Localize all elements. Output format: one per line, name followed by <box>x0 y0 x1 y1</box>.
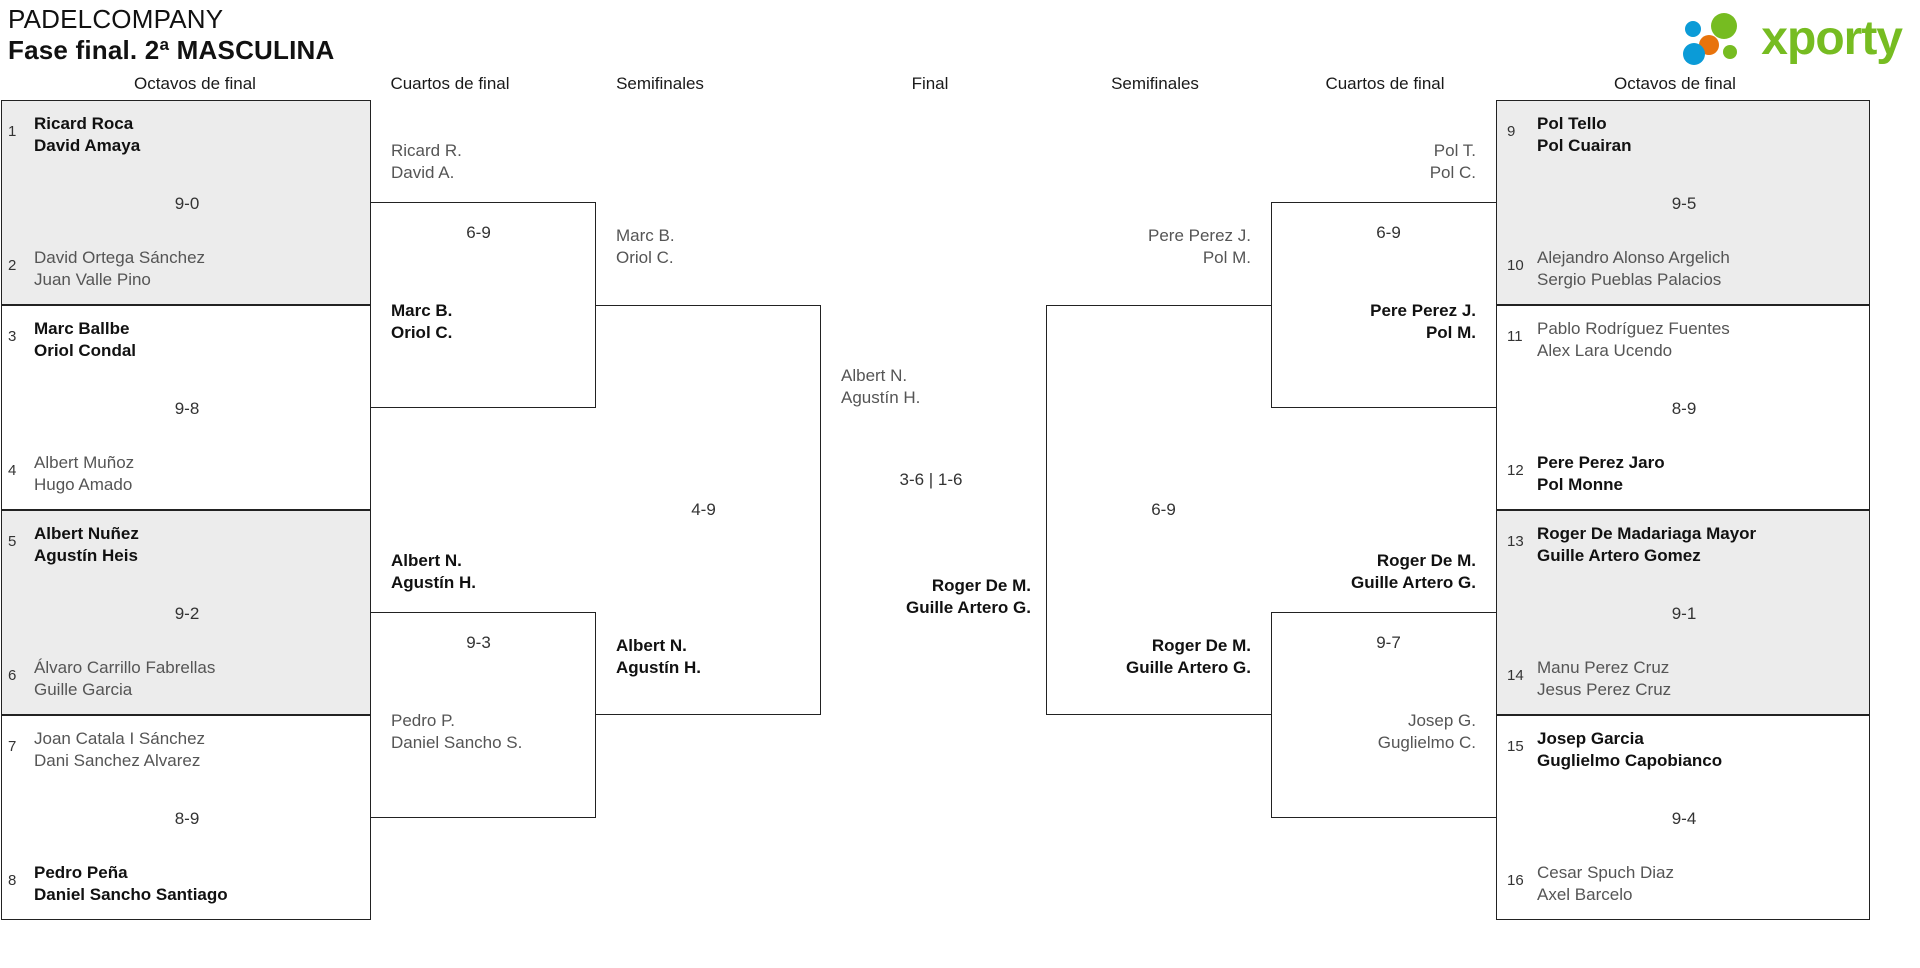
team-name: Álvaro Carrillo Fabrellas Guille Garcia <box>34 658 216 699</box>
team-name: Pere Perez J. Pol M. <box>1148 226 1251 267</box>
match-right-r16-4[interactable]: 15 Josep Garcia Guglielmo Capobianco 9-4… <box>1496 715 1870 920</box>
team-name: Roger De M. Guille Artero G. <box>1350 551 1476 592</box>
seed-number: 7 <box>8 738 17 755</box>
team-name: Albert Nuñez Agustín Heis <box>34 524 139 565</box>
match-left-sf-1[interactable]: Marc B. Oriol C. 4-9 Albert N. Agustín H… <box>596 200 821 820</box>
team-name: Joan Catala I Sánchez Dani Sanchez Alvar… <box>34 729 206 770</box>
connector-left-qf-1 <box>371 202 596 408</box>
match-right-qf-1[interactable]: Pol T. Pol C. 6-9 Pere Perez J. Pol M. <box>1271 120 1496 410</box>
match-score: 9-8 <box>174 399 200 418</box>
seed-number: 9 <box>1507 123 1516 140</box>
seed-number: 4 <box>8 462 17 479</box>
match-score: 8-9 <box>1671 399 1697 418</box>
seed-number: 6 <box>8 667 17 684</box>
title-block: PADELCOMPANY Fase final. 2ª MASCULINA <box>8 4 334 66</box>
match-left-r16-1[interactable]: 1 Ricard Roca David Amaya 9-0 2 David Or… <box>1 100 371 305</box>
seed-number: 12 <box>1507 462 1524 479</box>
match-right-qf-2[interactable]: Roger De M. Guille Artero G. 9-7 Josep G… <box>1271 530 1496 820</box>
team-name: Manu Perez Cruz Jesus Perez Cruz <box>1537 658 1672 699</box>
match-score: 9-5 <box>1671 194 1697 213</box>
logo-wordmark: xporty <box>1761 12 1903 65</box>
round-label-left-sf: Semifinales <box>616 74 704 93</box>
match-score: 9-3 <box>466 633 491 652</box>
team-name: Pol T. Pol C. <box>1429 141 1476 182</box>
team-name: Marc B. Oriol C. <box>391 301 453 342</box>
team-name: Albert N. Agustín H. <box>391 551 476 592</box>
match-right-r16-1[interactable]: 9 Pol Tello Pol Cuairan 9-5 10 Alejandro… <box>1496 100 1870 305</box>
xporty-logo[interactable]: xporty <box>1683 10 1903 68</box>
match-score: 6-9 <box>466 223 491 242</box>
seed-number: 13 <box>1507 533 1524 550</box>
match-right-sf-1[interactable]: Pere Perez J. Pol M. 6-9 Roger De M. Gui… <box>1046 200 1271 820</box>
match-left-qf-2[interactable]: Albert N. Agustín H. 9-3 Pedro P. Daniel… <box>371 530 596 820</box>
seed-number: 15 <box>1507 738 1524 755</box>
team-name: Albert N. Agustín H. <box>616 636 701 677</box>
team-name: Roger De Madariaga Mayor Guille Artero G… <box>1537 524 1757 565</box>
seed-number: 1 <box>8 123 17 140</box>
team-name: Ricard R. David A. <box>391 141 462 182</box>
match-score: 9-1 <box>1671 604 1697 623</box>
team-name: Josep Garcia Guglielmo Capobianco <box>1537 729 1723 770</box>
connector-left-sf-1 <box>596 305 821 715</box>
team-name: Roger De M. Guille Artero G. <box>905 576 1031 617</box>
round-label-right-qf: Cuartos de final <box>1325 74 1445 93</box>
connector-right-qf-1 <box>1271 202 1496 408</box>
round-label-row: Octavos de final Cuartos de final Semifi… <box>0 74 1920 102</box>
page-title: Fase final. 2ª MASCULINA <box>8 35 335 65</box>
match-score: 8-9 <box>174 809 200 828</box>
round-label-left-r16: Octavos de final <box>134 74 256 93</box>
team-name: Pere Perez Jaro Pol Monne <box>1537 453 1665 494</box>
seed-number: 10 <box>1507 257 1524 274</box>
team-name: Pere Perez J. Pol M. <box>1370 301 1476 342</box>
seed-number: 16 <box>1507 872 1524 889</box>
match-score: 9-2 <box>174 604 200 623</box>
match-score: 9-7 <box>1376 633 1401 652</box>
team-name: Pol Tello Pol Cuairan <box>1537 114 1632 155</box>
bracket: 1 Ricard Roca David Amaya 9-0 2 David Or… <box>0 100 1920 960</box>
team-name: David Ortega Sánchez Juan Valle Pino <box>34 248 206 289</box>
match-left-r16-4[interactable]: 7 Joan Catala I Sánchez Dani Sanchez Alv… <box>1 715 371 920</box>
team-name: Josep G. Guglielmo C. <box>1377 711 1476 752</box>
match-left-r16-3[interactable]: 5 Albert Nuñez Agustín Heis 9-2 6 Álvaro… <box>1 510 371 715</box>
seed-number: 11 <box>1507 328 1523 345</box>
round-label-right-r16: Octavos de final <box>1614 74 1736 93</box>
page-header: PADELCOMPANY Fase final. 2ª MASCULINA xp… <box>0 0 1920 80</box>
team-name: Albert Muñoz Hugo Amado <box>34 453 135 494</box>
match-score: 3-6 | 1-6 <box>899 470 963 489</box>
match-score: 4-9 <box>691 500 716 519</box>
club-name: PADELCOMPANY <box>8 4 224 34</box>
team-name: Pedro P. Daniel Sancho S. <box>391 711 523 752</box>
team-name: Pedro Peña Daniel Sancho Santiago <box>34 863 228 904</box>
team-name: Pablo Rodríguez Fuentes Alex Lara Ucendo <box>1537 319 1730 360</box>
connector-right-sf-1 <box>1046 305 1271 715</box>
seed-number: 3 <box>8 328 17 345</box>
seed-number: 14 <box>1507 667 1524 684</box>
connector-right-qf-2 <box>1271 612 1496 818</box>
match-score: 6-9 <box>1151 500 1176 519</box>
team-name: Roger De M. Guille Artero G. <box>1125 636 1251 677</box>
round-label-right-sf: Semifinales <box>1111 74 1199 93</box>
match-right-r16-2[interactable]: 11 Pablo Rodríguez Fuentes Alex Lara Uce… <box>1496 305 1870 510</box>
team-name: Albert N. Agustín H. <box>841 366 921 407</box>
team-name: Ricard Roca David Amaya <box>34 114 141 155</box>
team-name: Alejandro Alonso Argelich Sergio Pueblas… <box>1537 248 1730 289</box>
team-name: Cesar Spuch Diaz Axel Barcelo <box>1537 863 1675 904</box>
match-left-qf-1[interactable]: Ricard R. David A. 6-9 Marc B. Oriol C. <box>371 120 596 410</box>
match-score: 9-0 <box>174 194 200 213</box>
match-right-r16-3[interactable]: 13 Roger De Madariaga Mayor Guille Arter… <box>1496 510 1870 715</box>
logo-dots-icon <box>1683 13 1757 65</box>
match-score: 6-9 <box>1376 223 1401 242</box>
connector-left-qf-2 <box>371 612 596 818</box>
round-label-final: Final <box>911 74 949 93</box>
team-name: Marc B. Oriol C. <box>616 226 675 267</box>
team-name: Marc Ballbe Oriol Condal <box>34 319 136 360</box>
seed-number: 8 <box>8 872 17 889</box>
round-label-left-qf: Cuartos de final <box>390 74 510 93</box>
match-left-r16-2[interactable]: 3 Marc Ballbe Oriol Condal 9-8 4 Albert … <box>1 305 371 510</box>
seed-number: 5 <box>8 533 17 550</box>
match-score: 9-4 <box>1671 809 1697 828</box>
match-final[interactable]: Albert N. Agustín H. 3-6 | 1-6 Roger De … <box>821 350 1051 780</box>
seed-number: 2 <box>8 257 17 274</box>
